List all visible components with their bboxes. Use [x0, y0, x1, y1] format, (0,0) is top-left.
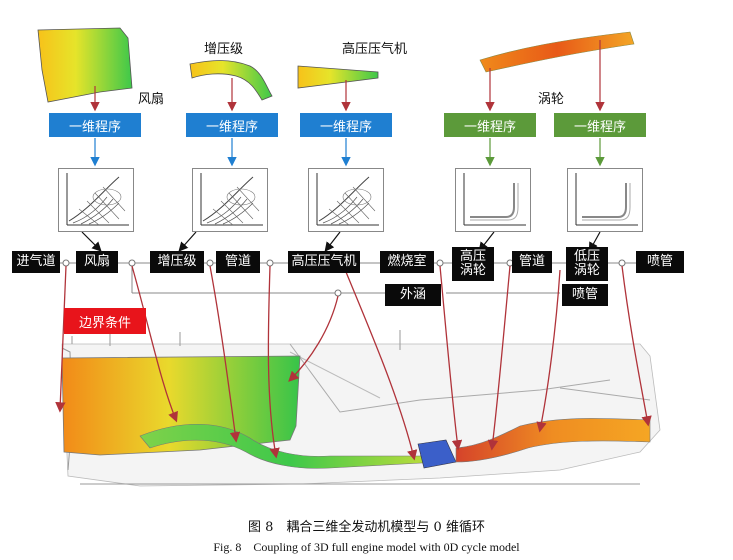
turbine-map-icon	[575, 173, 638, 226]
fan-blade-image	[37, 27, 133, 103]
caption-zh: 图 8 耦合三维全发动机模型与 0 维循环	[248, 520, 485, 535]
node-inlet: 进气道	[12, 251, 60, 273]
node-lpt-line2: 涡轮	[573, 263, 600, 278]
compressor-map-hpc	[308, 168, 384, 232]
node-lpt: 低压 涡轮	[566, 247, 608, 281]
node-hpt-line2: 涡轮	[459, 263, 486, 278]
cycle-junction-dots	[62, 259, 626, 297]
node-bypass: 外涵	[385, 284, 441, 306]
node-duct-1: 管道	[216, 251, 260, 273]
node-combustor: 燃烧室	[380, 251, 434, 273]
hpc-blade-image	[297, 65, 379, 89]
booster-blade-image	[189, 60, 273, 101]
image-to-program-arrows	[90, 40, 605, 112]
label-booster: 增压级	[204, 42, 244, 57]
program-box-booster: 一维程序	[186, 113, 278, 137]
node-duct-2: 管道	[512, 251, 552, 273]
compressor-map-icon	[66, 173, 129, 226]
node-hpt-line1: 高压	[459, 249, 486, 264]
caption-en: Fig. 8 Coupling of 3D full engine model …	[213, 540, 520, 554]
compressor-map-icon	[316, 173, 379, 226]
node-fan: 风扇	[76, 251, 118, 273]
node-nozzle-bypass: 喷管	[562, 284, 608, 306]
compressor-map-fan	[58, 168, 134, 232]
node-hpt: 高压 涡轮	[452, 247, 494, 281]
compressor-map-icon	[200, 173, 263, 226]
node-hpc: 高压压气机	[288, 251, 360, 273]
turbine-blade-image	[479, 31, 635, 73]
turbine-map-hpt	[455, 168, 531, 232]
program-box-hpc: 一维程序	[300, 113, 392, 137]
turbine-map-icon	[463, 173, 526, 226]
label-hpc: 高压压气机	[342, 42, 408, 57]
turbine-map-lpt	[567, 168, 643, 232]
compressor-map-booster	[192, 168, 268, 232]
node-to-engine-arrows	[55, 265, 652, 461]
program-box-hpt: 一维程序	[444, 113, 536, 137]
program-to-map-arrows	[90, 138, 605, 167]
program-box-fan: 一维程序	[49, 113, 141, 137]
node-booster: 增压级	[150, 251, 204, 273]
label-turbine: 涡轮	[538, 92, 565, 107]
boundary-condition-box: 边界条件	[64, 308, 146, 334]
node-lpt-line1: 低压	[573, 249, 600, 264]
label-fan: 风扇	[138, 92, 165, 107]
engine-cross-section	[61, 330, 661, 487]
map-to-node-arrows	[81, 231, 601, 253]
node-nozzle-core: 喷管	[636, 251, 684, 273]
program-box-lpt: 一维程序	[554, 113, 646, 137]
